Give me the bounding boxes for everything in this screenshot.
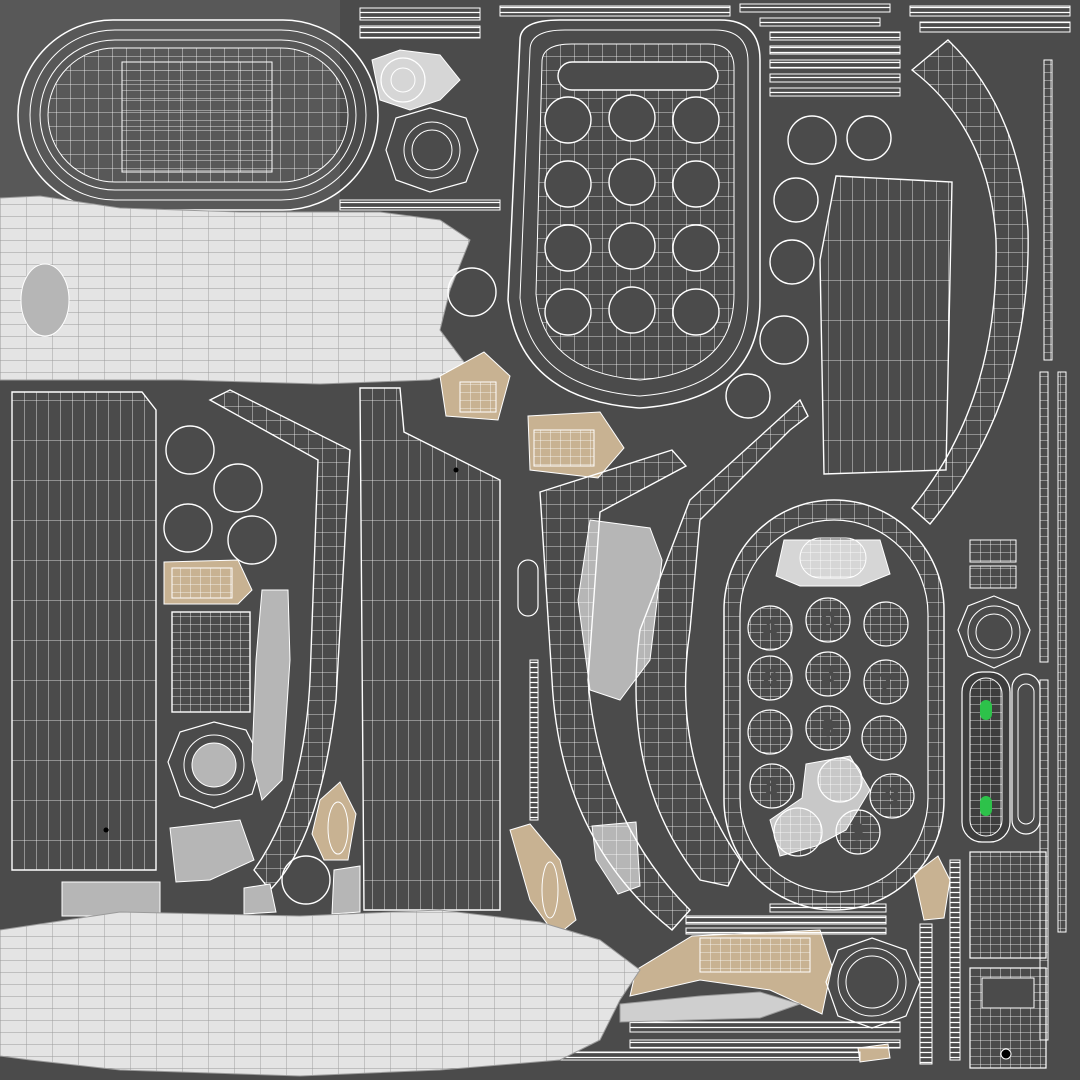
strip-bars-top: [339, 3, 1071, 211]
key-icon: 4: [747, 605, 793, 651]
key-label: 4: [762, 617, 777, 642]
key-icon: 8: [805, 705, 851, 751]
speaker-slot-icon: [1011, 673, 1041, 835]
key-icon: [863, 601, 909, 647]
speaker-slot-icon: [557, 61, 719, 91]
key-icon: [861, 715, 907, 761]
key-icon: 0: [805, 597, 851, 643]
left-round-parts: [163, 425, 331, 905]
hole-icon: [103, 827, 109, 833]
round-button-icon: [846, 115, 892, 161]
center-curved-strip: [539, 398, 809, 931]
key-label: 8: [820, 717, 835, 742]
key-label: 0: [820, 609, 835, 634]
key-label: 7: [878, 671, 893, 696]
right-small-parts: [825, 595, 1047, 1069]
hole-icon: [1000, 1048, 1012, 1060]
light-band-bottom: [0, 909, 802, 1077]
left-side-panel: [11, 391, 157, 871]
round-button-icon: [380, 57, 426, 103]
key-icon: [747, 709, 793, 755]
key-icon: [817, 757, 863, 803]
key-label: 9: [884, 785, 899, 810]
key-icon: 5: [749, 763, 795, 809]
key-label: 5: [764, 775, 779, 800]
top-oval-shell: [0, 0, 379, 220]
round-buttons-top: [371, 49, 892, 419]
green-indicator: [980, 700, 992, 720]
tan-pieces: [0, 351, 951, 1063]
key-icon: [773, 807, 823, 857]
key-label: 2: [820, 663, 835, 688]
speaker-slot-icon: [517, 559, 539, 617]
round-button-icon: [787, 115, 837, 165]
speaker-slot-icon: [799, 537, 867, 579]
key-icon: 3: [835, 809, 881, 855]
key-label: 6: [762, 667, 777, 692]
keypad-shell-top: [507, 19, 761, 409]
gray-patches-left: [61, 589, 361, 917]
key-icon: 9: [869, 773, 915, 819]
number-keys: 4 0 6 2 7 8 5 9 3: [747, 597, 915, 857]
oval-hole-icon: [20, 263, 70, 337]
center-side-panel: [359, 387, 501, 911]
keypad-shell-bottom: [723, 499, 945, 911]
key-icon: 7: [863, 659, 909, 705]
screen-plate: [819, 175, 953, 475]
right-arc-strip: [910, 39, 1029, 526]
hole-icon: [453, 467, 459, 473]
key-icon: 2: [805, 651, 851, 697]
green-indicator: [980, 796, 992, 816]
key-label: 3: [850, 821, 865, 846]
light-band-top: [0, 195, 471, 385]
key-icon: 6: [747, 655, 793, 701]
